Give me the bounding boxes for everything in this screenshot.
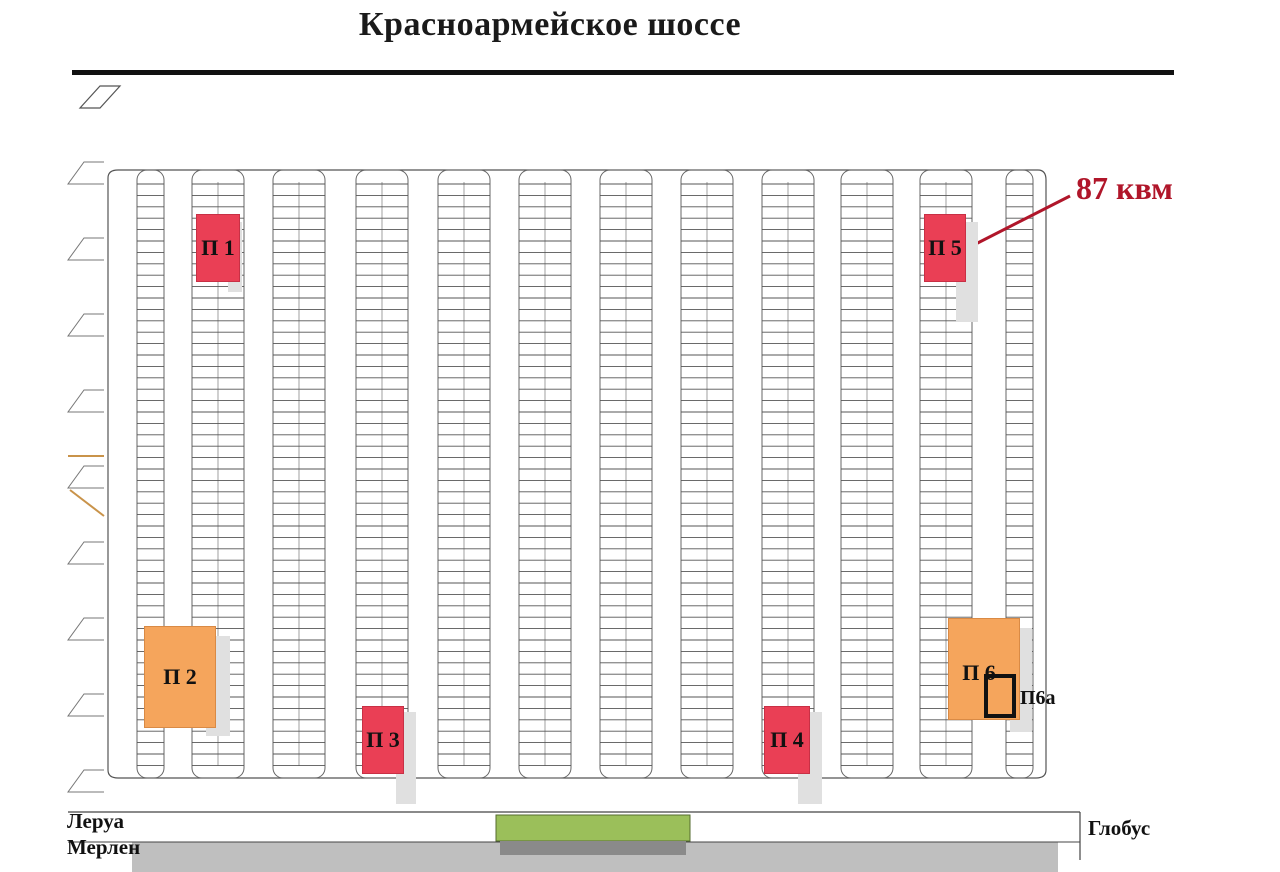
pavilion-p4[interactable]: П 4 bbox=[764, 706, 810, 774]
pavilion-p5-label: П 5 bbox=[928, 235, 962, 260]
pavilion-p6a[interactable] bbox=[984, 674, 1016, 718]
pavilion-p5[interactable]: П 5 bbox=[924, 214, 966, 282]
left-entrance-markers bbox=[67, 161, 104, 793]
parking-row bbox=[1005, 169, 1034, 779]
parking-row bbox=[599, 169, 653, 779]
neighbor-left: Леруа Мерлен bbox=[67, 808, 167, 860]
pavilion-p6a-label: П6а bbox=[1020, 687, 1056, 709]
neighbor-right: Глобус bbox=[1088, 816, 1151, 840]
parking-row bbox=[355, 169, 409, 779]
parking-rows bbox=[136, 169, 1034, 779]
parking-row bbox=[437, 169, 491, 779]
pavilion-p2[interactable]: П 2 bbox=[144, 626, 216, 728]
green-strip bbox=[495, 814, 691, 842]
neighbor-left-text: Леруа Мерлен bbox=[67, 809, 141, 859]
road-marker bbox=[78, 85, 122, 109]
road-line bbox=[72, 70, 1174, 75]
road-name: Красноармейское шоссе bbox=[358, 6, 742, 43]
pavilion-p3-label: П 3 bbox=[366, 727, 400, 752]
pavilion-p1[interactable]: П 1 bbox=[196, 214, 240, 282]
parking-row bbox=[761, 169, 815, 779]
pavilion-p1-label: П 1 bbox=[201, 235, 235, 260]
parking-row bbox=[518, 169, 572, 779]
pavilion-p3[interactable]: П 3 bbox=[362, 706, 404, 774]
parking-row bbox=[191, 169, 245, 779]
pavilion-p2-label: П 2 bbox=[163, 664, 197, 689]
parking-row bbox=[840, 169, 894, 779]
area-annotation: 87 квм bbox=[1076, 170, 1173, 206]
pavilion-p6-label: П 6 bbox=[962, 660, 996, 685]
parking-row bbox=[272, 169, 326, 779]
parking-row bbox=[136, 169, 165, 779]
parking-row bbox=[680, 169, 734, 779]
pavilion-p4-label: П 4 bbox=[770, 727, 804, 752]
annotation-pointer bbox=[959, 194, 1071, 254]
drive-loop bbox=[107, 169, 1047, 779]
parking-row bbox=[919, 169, 973, 779]
